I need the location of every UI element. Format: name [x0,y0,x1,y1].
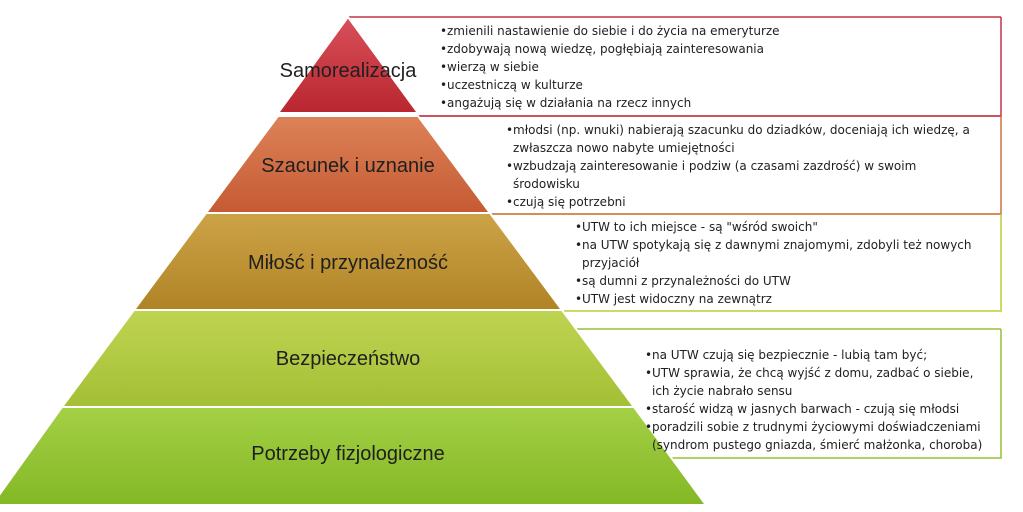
list-item: •poradzili sobie z trudnymi życiowymi do… [645,418,985,454]
list-item-text: UTW sprawia, że chcą wyjść z domu, zadba… [652,366,974,398]
list-item-text: czują się potrzebni [513,195,626,209]
bullet-icon: • [645,348,653,362]
list-item: •są dumni z przynależności do UTW [575,272,985,290]
list-item: •zdobywają nową wiedzę, pogłębiają zaint… [440,40,995,58]
pyramid-level-1 [276,15,420,114]
list-item-text: wzbudzają zainteresowanie i podziw (a cz… [513,159,917,191]
box-frame-4 [638,329,1002,459]
list-item: •młodsi (np. wnuki) nabierają szacunku d… [506,121,986,157]
bullet-icon: • [440,42,448,56]
bullet-icon: • [645,366,653,380]
list-item-text: na UTW czują się bezpiecznie - lubią tam… [652,348,928,362]
list-item: •uczestniczą w kulturze [440,76,995,94]
description-box-2: •młodsi (np. wnuki) nabierają szacunku d… [506,121,986,211]
description-box-3: •UTW to ich miejsce - są "wśród swoich" … [575,218,985,308]
list-item: •starość widzą w jasnych barwach - czują… [645,400,985,418]
bullet-icon: • [575,274,583,288]
list-item: •na UTW spotykają się z dawnymi znajomym… [575,236,985,272]
bullet-icon: • [645,420,653,434]
list-item: •angażują się w działania na rzecz innyc… [440,94,995,112]
bullet-icon: • [506,195,514,209]
bullet-icon: • [440,78,448,92]
list-item: •UTW jest widoczny na zewnątrz [575,290,985,308]
bullet-icon: • [575,220,583,234]
list-item-text: UTW jest widoczny na zewnątrz [582,292,772,306]
list-item-text: są dumni z przynależności do UTW [582,274,791,288]
list-item-text: na UTW spotykają się z dawnymi znajomymi… [582,238,972,270]
bullet-icon: • [440,24,448,38]
box-frame-3 [564,214,1002,312]
list-item: •na UTW czują się bezpiecznie - lubią ta… [645,346,985,364]
level-label-4: Bezpieczeństwo [275,348,421,370]
list-item-text: UTW to ich miejsce - są "wśród swoich" [582,220,818,234]
list-item: •UTW sprawia, że chcą wyjść z domu, zadb… [645,364,985,400]
bullet-icon: • [440,60,448,74]
description-box-4: •na UTW czują się bezpiecznie - lubią ta… [645,346,985,454]
list-item-text: wierzą w siebie [447,60,539,74]
level-label-3: Miłość i przynależność [247,252,449,274]
bullet-icon: • [645,402,653,416]
list-item-text: zmienili nastawienie do siebie i do życi… [447,24,780,38]
bullet-icon: • [575,238,583,252]
bullet-icon: • [440,96,448,110]
level-label-1: Samorealizacja [279,60,417,82]
pyramid-level-5 [0,406,708,506]
bullet-icon: • [506,159,514,173]
list-item-text: zdobywają nową wiedzę, pogłębiają zainte… [447,42,764,56]
list-item-text: młodsi (np. wnuki) nabierają szacunku do… [513,123,970,155]
list-item: •UTW to ich miejsce - są "wśród swoich" [575,218,985,236]
description-box-1: •zmienili nastawienie do siebie i do życ… [440,22,995,112]
level-label-5: Potrzeby fizjologiczne [251,443,445,465]
list-item: •wierzą w siebie [440,58,995,76]
bullet-icon: • [506,123,514,137]
list-item: •czują się potrzebni [506,193,986,211]
level-label-2: Szacunek i uznanie [261,155,435,177]
list-item-text: angażują się w działania na rzecz innych [447,96,692,110]
list-item: •wzbudzają zainteresowanie i podziw (a c… [506,157,986,193]
list-item-text: uczestniczą w kulturze [447,78,583,92]
bullet-icon: • [575,292,583,306]
list-item: •zmienili nastawienie do siebie i do życ… [440,22,995,40]
list-item-text: poradzili sobie z trudnymi życiowymi doś… [652,420,983,452]
list-item-text: starość widzą w jasnych barwach - czują … [652,402,960,416]
